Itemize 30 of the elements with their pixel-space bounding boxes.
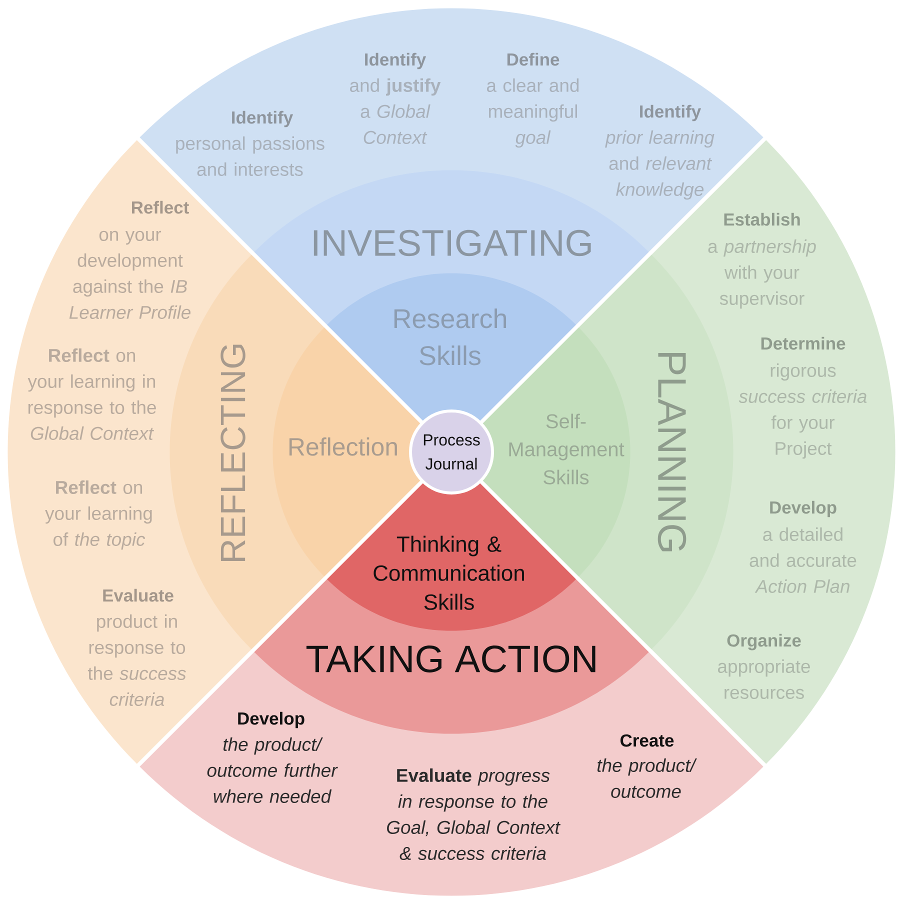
step-heading: Organize [727, 634, 801, 650]
step-text: Reflect on your learning of the topic [45, 480, 152, 550]
phase-title: INVESTIGATING [314, 230, 591, 256]
step-heading: Develop [238, 712, 304, 728]
step-heading: Identify [640, 104, 702, 122]
step-text: on your development against the IB Learner Profile [69, 230, 190, 319]
step-heading: Develop [770, 500, 836, 518]
phase-title: PLANNING [658, 353, 686, 552]
step-text: product in response to the success criteria [88, 614, 186, 706]
step-heading: Identify [232, 110, 294, 128]
step-text: Reflect on your learning in response to the Global Context [28, 348, 156, 440]
step-heading: Evaluate [103, 588, 174, 602]
phase-title: TAKING ACTION [306, 646, 596, 672]
step-text: a clear and meaningful goal [487, 78, 579, 148]
step-heading: Reflect [132, 200, 189, 214]
step-text: the product/ outcome [598, 758, 697, 798]
step-heading: Identify [365, 52, 426, 70]
step-text: prior learning and relevant knowledge [605, 130, 714, 200]
step-text: personal passions and interests [176, 136, 324, 176]
step-heading: Define [507, 52, 560, 66]
step-heading: Establish [724, 212, 800, 226]
step-text: Evaluate progress in response to the Goal, Global Context & success criteria [387, 768, 560, 860]
step-heading: Determine [761, 336, 846, 350]
step-text: and justify a Global Context [350, 78, 441, 144]
skill-label: Research Skills [394, 308, 506, 366]
skill-label: Thinking & Communication Skills [374, 536, 524, 610]
step-heading: Create [620, 734, 674, 747]
step-text: the product/ outcome further where needed [207, 737, 338, 803]
skill-label: Reflection [289, 437, 397, 456]
phase-title: REFLECTING [220, 344, 246, 561]
